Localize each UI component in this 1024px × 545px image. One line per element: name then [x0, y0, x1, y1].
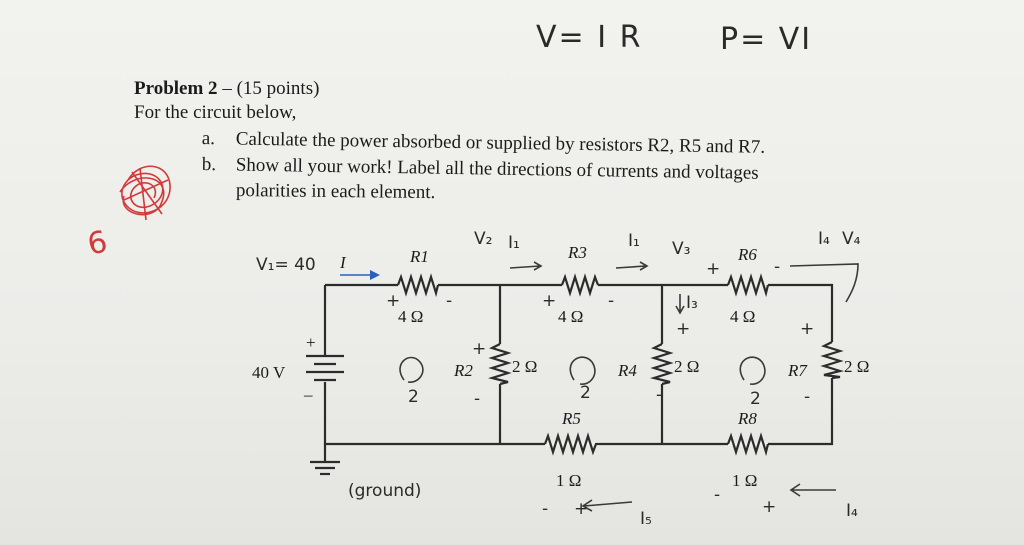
r8-value: 1 Ω — [732, 471, 757, 490]
source-minus: – — [303, 385, 313, 404]
hw-mesh-3: 2 — [750, 389, 761, 409]
hw-v3: V₃ — [672, 239, 690, 259]
hw-minus-r2: - — [474, 389, 480, 409]
r3-name: R3 — [567, 243, 587, 262]
hw-arrow-i1-icon — [509, 261, 543, 271]
hw-plus-r6: + — [706, 259, 720, 279]
hw-minus-r5: - — [542, 499, 548, 519]
hw-arrow-i4b-icon — [789, 483, 836, 497]
hw-v4: V₄ — [842, 229, 861, 249]
r7-value: 2 Ω — [844, 357, 869, 376]
hw-minus-r3: - — [608, 291, 614, 311]
hw-plus-r5: + — [574, 499, 588, 519]
hw-mesh-1: 2 — [408, 387, 419, 407]
current-label: I — [339, 253, 347, 272]
hw-mesh-2: 2 — [580, 383, 591, 403]
hw-minus-r7: - — [804, 387, 810, 407]
hw-v2: V₂ — [474, 229, 492, 249]
mesh-loop-icon — [399, 356, 766, 385]
hw-v1: V₁= 40 — [256, 255, 316, 275]
hw-arrow-i3-icon — [675, 294, 685, 315]
hw-plus-r4: + — [676, 319, 690, 339]
r2-value: 2 Ω — [512, 357, 537, 376]
hw-ground: (ground) — [348, 481, 421, 501]
hw-arrow-i5-icon — [581, 499, 633, 512]
r6-name: R6 — [737, 245, 757, 264]
hw-i1-top: I₁ — [508, 233, 520, 253]
hw-arrow-i1b-icon — [615, 261, 649, 271]
handwritten-power-law: P= VI — [720, 22, 813, 57]
hw-plus-r7: + — [800, 319, 814, 339]
hw-minus-r6: - — [774, 257, 780, 277]
r5-name: R5 — [561, 409, 581, 428]
resistor-r3: R3 4 Ω — [558, 243, 600, 326]
current-arrow-icon — [340, 270, 380, 280]
source-plus: + — [306, 333, 316, 352]
problem-intro: For the circuit below, — [134, 102, 297, 123]
resistor-r8: R8 1 Ω — [726, 409, 770, 490]
resistor-r6: R6 4 Ω — [726, 245, 770, 326]
hw-i3: I₃ — [686, 293, 698, 313]
resistor-r2: R2 2 Ω — [453, 343, 537, 386]
hw-plus-r8: + — [762, 497, 776, 517]
hw-minus-r4: - — [656, 385, 662, 405]
hw-i5: I₅ — [640, 509, 652, 529]
problem-number: Problem 2 — [134, 78, 218, 99]
hw-i4-bottom: I₄ — [846, 501, 858, 521]
voltage-source: + – 40 V — [252, 333, 344, 404]
problem-heading: Problem 2 – (15 points) — [134, 78, 319, 100]
hw-plus-r1: + — [386, 291, 400, 311]
r4-name: R4 — [617, 361, 637, 380]
r6-value: 4 Ω — [730, 307, 755, 326]
hw-minus-r8: - — [714, 485, 720, 505]
r5-value: 1 Ω — [556, 471, 581, 490]
hw-minus-r1: - — [446, 291, 452, 311]
r2-name: R2 — [453, 361, 473, 380]
hw-plus-r3: + — [542, 291, 556, 311]
source-label: 40 V — [252, 363, 286, 382]
hw-i1-mid: I₁ — [628, 231, 640, 251]
r7-name: R7 — [787, 361, 808, 380]
r3-value: 4 Ω — [558, 307, 583, 326]
r1-value: 4 Ω — [398, 307, 423, 326]
hw-arrow-i4-icon — [789, 263, 859, 303]
handwritten-ohms-law: V= I R — [536, 20, 643, 55]
hw-i4-top: I₄ — [818, 229, 830, 249]
ground-icon — [310, 460, 340, 476]
resistor-r7: R7 2 Ω — [787, 341, 869, 380]
resistor-r1: R1 4 Ω — [396, 247, 440, 326]
red-scribble-icon — [119, 165, 171, 221]
r8-name: R8 — [737, 409, 757, 428]
problem-points: – (15 points) — [217, 78, 320, 99]
r1-name: R1 — [409, 247, 429, 266]
r4-value: 2 Ω — [674, 357, 699, 376]
resistor-r5: R5 1 Ω — [543, 409, 600, 490]
hw-plus-r2: + — [472, 339, 486, 359]
resistor-r4: R4 2 Ω — [617, 343, 699, 386]
